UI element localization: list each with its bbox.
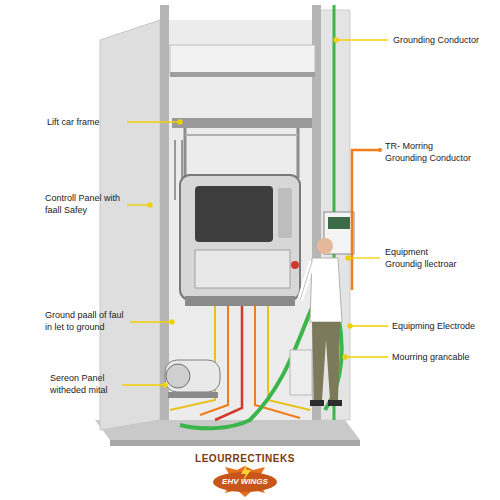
part-label: Sereon Panel witheded mital xyxy=(50,372,120,396)
part-label: Ground paall of faul in let to ground xyxy=(45,309,130,333)
part-label: Equipment Groundig llectroar xyxy=(385,246,465,270)
part-label: Mourring grancable xyxy=(392,351,492,363)
part-label: Grounding Conductor xyxy=(393,34,493,46)
part-label: Controll Panel with faall Safey xyxy=(45,192,125,216)
logo-badge: EHV WINGS xyxy=(205,477,285,488)
part-label: TR- Morring Grounding Conductor xyxy=(385,140,475,164)
part-label: Equipming Electrode xyxy=(392,320,492,332)
logo-text: LEOURRECTINEKS xyxy=(165,452,325,466)
part-label: Lift car frame xyxy=(47,116,125,128)
